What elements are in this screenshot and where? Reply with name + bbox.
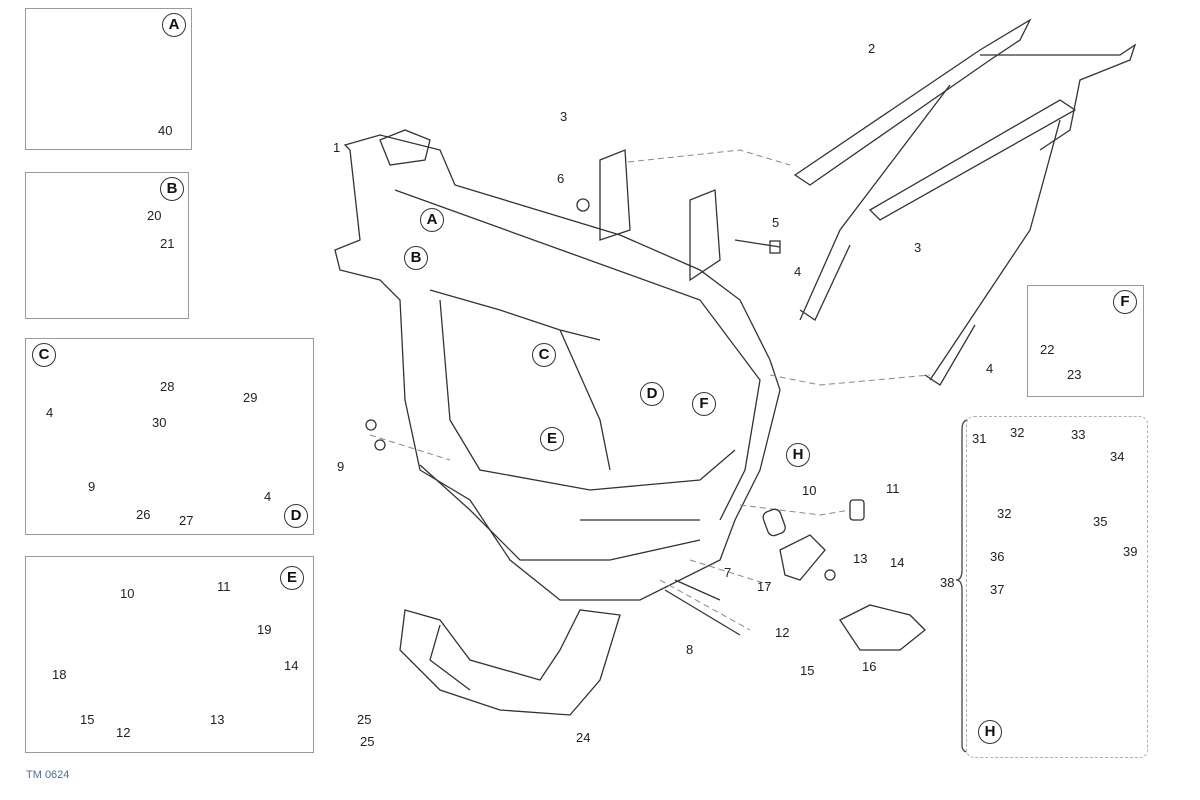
part-label: 40 (158, 123, 173, 138)
footpeg-assembly (762, 508, 926, 651)
part-label: 29 (243, 390, 258, 405)
part-label: 4 (986, 361, 994, 376)
part-label: 19 (257, 622, 272, 637)
part-label: 21 (160, 236, 175, 251)
part-label: 22 (1040, 342, 1055, 357)
part-label: 34 (1110, 449, 1125, 464)
callout-c: C (532, 343, 556, 367)
part-label: 37 (990, 582, 1005, 597)
part-label: 16 (862, 659, 877, 674)
callout-h: H (786, 443, 810, 467)
part-label: 39 (1123, 544, 1138, 559)
part-label: 7 (724, 565, 732, 580)
part-label: 11 (217, 579, 231, 594)
callout-d: D (640, 382, 664, 406)
part-label: 15 (80, 712, 95, 727)
inset-d-badge: D (284, 504, 308, 528)
part-label: 12 (775, 625, 790, 640)
callout-b: B (404, 246, 428, 270)
part-label: 10 (802, 483, 817, 498)
part-label: 28 (160, 379, 175, 394)
part-label: 4 (264, 489, 272, 504)
part-label: 25 (360, 734, 375, 749)
part-label: 5 (772, 215, 780, 230)
part-label: 8 (686, 642, 694, 657)
inset-f-badge: F (1113, 290, 1137, 314)
drawing-code: TM 0624 (26, 769, 70, 781)
callout-f: F (692, 392, 716, 416)
part-label: 14 (284, 658, 299, 673)
part-label: 24 (576, 730, 591, 745)
part-label: 30 (152, 415, 167, 430)
part-label: 18 (52, 667, 67, 682)
inset-e (25, 556, 314, 753)
part-label: 9 (88, 479, 96, 494)
part-label: 26 (136, 507, 151, 522)
assembly-lines (369, 149, 931, 631)
inset-h-badge: H (978, 720, 1002, 744)
part-label: 23 (1067, 367, 1082, 382)
callout-e: E (540, 427, 564, 451)
part-label: 32 (997, 506, 1012, 521)
inset-h (966, 416, 1148, 758)
part-label: 32 (1010, 425, 1025, 440)
part-label: 13 (210, 712, 225, 727)
part-label: 12 (116, 725, 131, 740)
inset-cd (25, 338, 314, 535)
part-label: 27 (179, 513, 194, 528)
part-label: 15 (800, 663, 815, 678)
main-frame (334, 129, 781, 601)
part-label: 4 (794, 264, 802, 279)
part-label: 31 (972, 431, 987, 446)
part-label: 3 (914, 240, 922, 255)
part-label: 9 (337, 459, 345, 474)
part-label: 1 (333, 140, 341, 155)
callout-a: A (420, 208, 444, 232)
part-label: 20 (147, 208, 162, 223)
inset-b-badge: B (160, 177, 184, 201)
part-label: 35 (1093, 514, 1108, 529)
subframe (793, 18, 1137, 386)
inset-a-badge: A (162, 13, 186, 37)
skid-plate (399, 609, 621, 716)
part-label: 17 (757, 579, 772, 594)
part-label: 10 (120, 586, 135, 601)
part-label: 4 (46, 405, 54, 420)
part-label: 36 (990, 549, 1005, 564)
part-label: 33 (1071, 427, 1086, 442)
inset-e-badge: E (280, 566, 304, 590)
part-label: 11 (886, 481, 900, 496)
part-label: 13 (853, 551, 868, 566)
part-label: 14 (890, 555, 905, 570)
bolts (365, 198, 865, 636)
part-label: 3 (560, 109, 568, 124)
group-brace (955, 419, 969, 753)
part-label: 6 (557, 171, 565, 186)
part-label: 2 (868, 41, 876, 56)
part-label: 38 (940, 575, 955, 590)
part-label: 25 (357, 712, 372, 727)
inset-c-badge: C (32, 343, 56, 367)
